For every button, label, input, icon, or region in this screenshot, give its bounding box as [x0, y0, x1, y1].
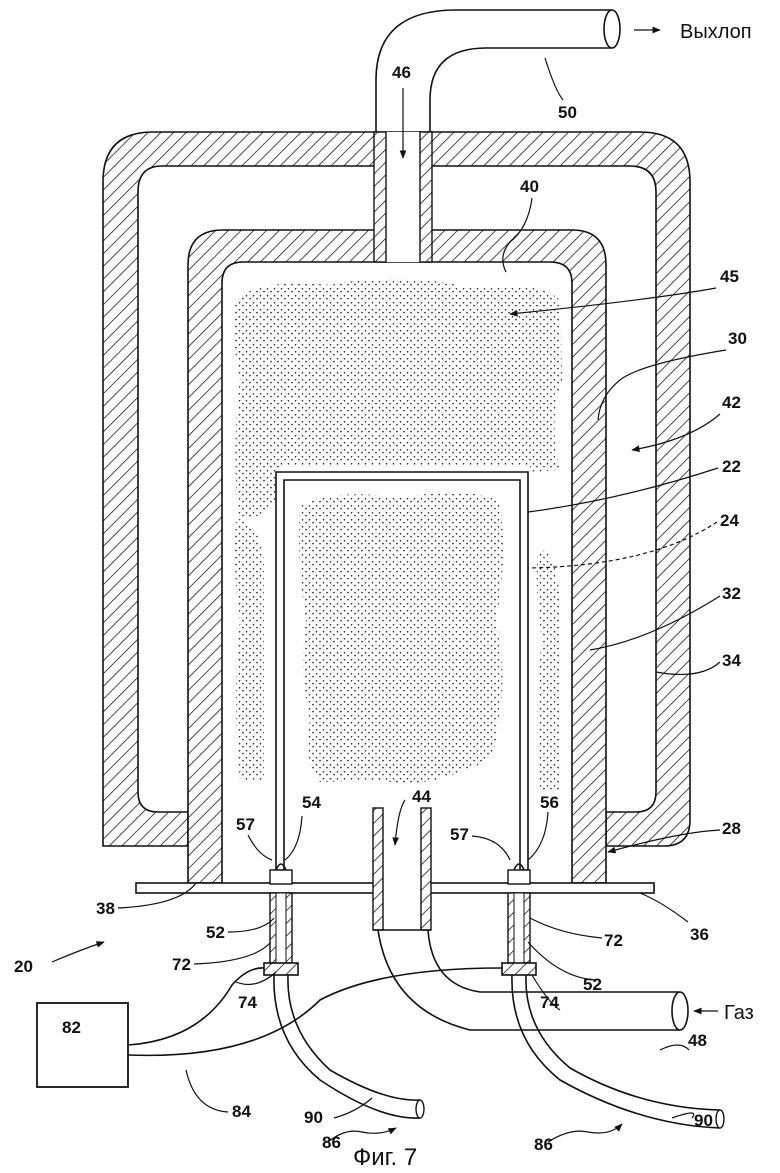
ref-45: 45: [720, 267, 739, 286]
ref-24: 24: [720, 511, 739, 530]
ref-40: 40: [520, 177, 539, 196]
ref-72-left: 72: [172, 955, 191, 974]
ref-86-right: 86: [534, 1135, 553, 1154]
ref-42: 42: [722, 393, 741, 412]
gas-label: Газ: [724, 1002, 754, 1024]
porous-medium-left-strip: [235, 520, 264, 780]
gas-hose-end: [672, 992, 688, 1030]
ref-57-right: 57: [450, 825, 469, 844]
ref-74-right: 74: [540, 993, 559, 1012]
ref-48: 48: [688, 1031, 707, 1050]
ref-22: 22: [722, 457, 741, 476]
ref-36: 36: [690, 925, 709, 944]
ref-57-left: 57: [236, 815, 255, 834]
exhaust-hose-end: [604, 10, 620, 48]
wire-84-right: [128, 968, 502, 1055]
electrode-right: [502, 864, 724, 1128]
ref-30: 30: [728, 329, 747, 348]
ref-50: 50: [558, 103, 577, 122]
ref-38: 38: [96, 899, 115, 918]
inlet-pipe-wall-right: [421, 808, 431, 930]
ref-90-left: 90: [304, 1108, 323, 1127]
ref-20: 20: [14, 957, 33, 976]
ref-46: 46: [392, 63, 411, 82]
porous-medium-right-strip: [537, 550, 560, 790]
inlet-pipe-wall-left: [373, 808, 383, 930]
ref-74-left: 74: [238, 993, 257, 1012]
ref-84: 84: [232, 1102, 251, 1121]
controller-82: [37, 1003, 128, 1087]
ref-72-right: 72: [604, 931, 623, 950]
ref-28: 28: [722, 819, 741, 838]
outlet-pipe-wall-left: [374, 132, 386, 262]
figure-caption: Фиг. 7: [353, 1144, 417, 1171]
cartridge-porous-fill: [299, 492, 503, 783]
ref-34: 34: [722, 651, 741, 670]
ref-32: 32: [722, 584, 741, 603]
ref-52-right: 52: [583, 975, 602, 994]
ref-44: 44: [412, 787, 431, 806]
ref-82: 82: [62, 1018, 81, 1037]
ref-56: 56: [540, 793, 559, 812]
ref-52-left: 52: [206, 923, 225, 942]
wire-84-ref-line: [186, 1070, 228, 1112]
ref-54: 54: [302, 793, 321, 812]
ref-90-right: 90: [694, 1111, 713, 1130]
exhaust-label: Выхлоп: [680, 21, 752, 43]
ref-86-left: 86: [322, 1133, 341, 1152]
outlet-pipe-wall-right: [420, 132, 432, 262]
